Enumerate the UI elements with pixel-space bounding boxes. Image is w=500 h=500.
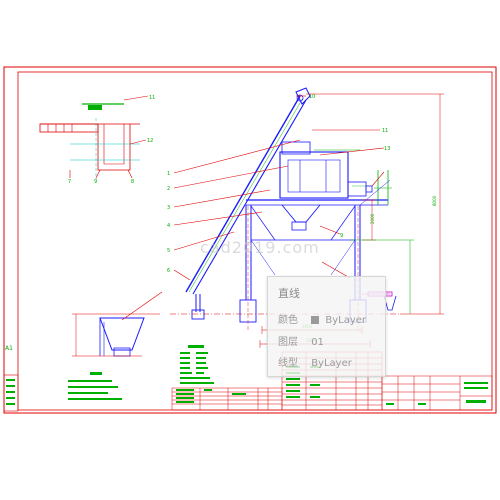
binding-strip-marks	[6, 379, 15, 405]
mixer-unit	[279, 141, 373, 199]
watermark-text: cad2019.com	[200, 238, 320, 257]
part-number: 8	[131, 179, 134, 185]
part-number: 12	[147, 138, 153, 144]
left-strip-label: A1	[5, 345, 13, 352]
part-number: 11	[149, 95, 155, 101]
platform-deck	[246, 170, 392, 206]
part-number: 13	[384, 146, 390, 152]
part-number: 9	[340, 233, 343, 239]
discharge-hopper	[281, 204, 321, 231]
part-labels: 1 2 3 4 5 6 11 13 9 10	[167, 94, 390, 274]
part-number: 2	[167, 186, 170, 192]
tooltip-layer-row: 图层 01	[278, 333, 324, 348]
detail-view-labels: 11 12 7 9 8	[68, 95, 155, 185]
tooltip-color-label: 颜色	[278, 315, 298, 326]
part-number: 3	[167, 205, 170, 211]
tooltip-layer-label: 图层	[278, 337, 298, 348]
notes-left	[68, 372, 122, 400]
tooltip-linetype-label: 线型	[278, 358, 298, 369]
skip-hoist-incline	[185, 87, 311, 312]
part-number: 7	[68, 179, 71, 185]
notes-tech-params	[180, 345, 214, 384]
tooltip-linetype-row: 线型 ByLayer	[278, 354, 352, 369]
tooltip-color-row: 颜色 ByLayer	[278, 311, 366, 326]
part-number: 9	[94, 179, 97, 185]
part-number: 4	[167, 223, 170, 229]
binding-strip	[3, 374, 19, 412]
tooltip-color-value: ByLayer	[325, 315, 367, 326]
leader-lines	[173, 95, 385, 281]
tooltip-entity-type: 直线	[278, 287, 300, 300]
color-swatch-icon	[311, 316, 320, 324]
title-block-text	[386, 382, 488, 405]
part-number: 11	[382, 128, 388, 134]
part-number: 5	[167, 248, 170, 254]
ground-feed-hopper	[72, 291, 163, 357]
detail-view-bucket	[39, 95, 149, 180]
title-block	[381, 375, 493, 411]
outer-border	[3, 66, 497, 414]
part-number: 6	[167, 268, 170, 274]
tooltip-layer-value: 01	[311, 337, 324, 348]
svg-text:2000: 2000	[370, 213, 375, 224]
tooltip-linetype-value: ByLayer	[311, 358, 352, 369]
part-number: 1	[167, 171, 170, 177]
svg-text:8000: 8000	[432, 195, 437, 206]
entity-property-tooltip: 直线 颜色 ByLayer 图层 01 线型 ByLayer	[267, 276, 386, 377]
part-number: 10	[309, 94, 315, 100]
